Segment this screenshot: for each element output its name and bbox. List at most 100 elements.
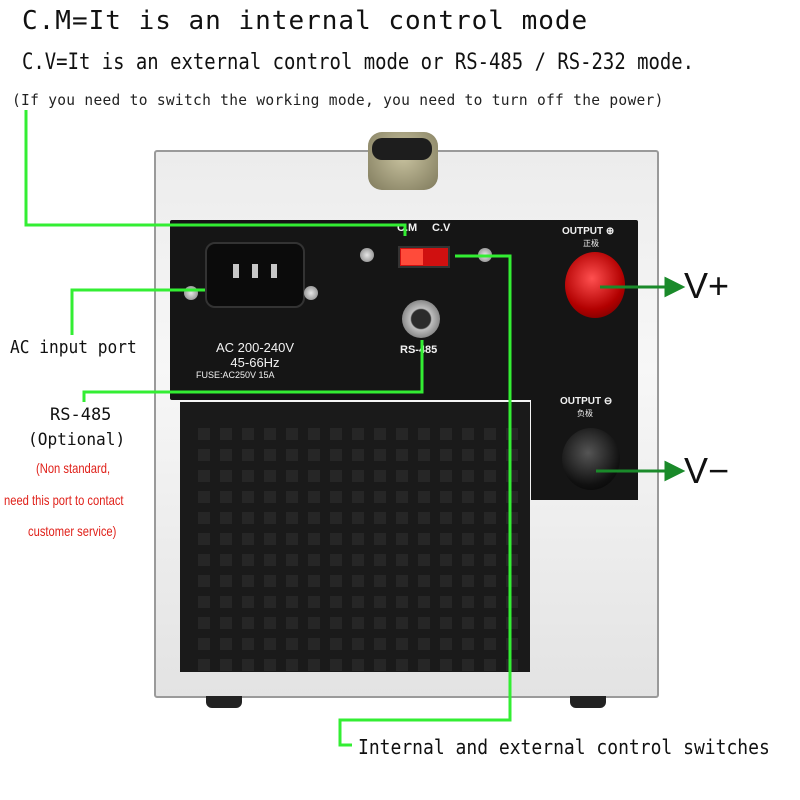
vent-hole: [374, 533, 386, 545]
vent-hole: [462, 491, 474, 503]
vent-hole: [198, 638, 210, 650]
vent-hole: [440, 491, 452, 503]
vent-hole: [374, 470, 386, 482]
vent-hole: [330, 617, 342, 629]
vent-hole: [286, 491, 298, 503]
optional-label: (Optional): [28, 430, 126, 450]
vent-hole: [374, 659, 386, 671]
vent-hole: [396, 638, 408, 650]
vent-hole: [308, 512, 320, 524]
vent-hole: [330, 491, 342, 503]
vent-hole: [330, 659, 342, 671]
vent-hole: [286, 554, 298, 566]
vent-hole: [198, 491, 210, 503]
vent-hole: [462, 512, 474, 524]
vent-hole: [484, 554, 496, 566]
vent-hole: [242, 575, 254, 587]
output-positive-sub: 正极: [583, 239, 599, 248]
cm-callout-line: [24, 110, 407, 236]
vent-hole: [352, 428, 364, 440]
vent-hole: [220, 491, 232, 503]
negative-terminal: [562, 428, 620, 490]
vent-hole: [396, 512, 408, 524]
vent-hole: [220, 638, 232, 650]
vent-hole: [264, 617, 276, 629]
vent-hole: [462, 533, 474, 545]
vent-hole: [220, 596, 232, 608]
vent-hole: [330, 428, 342, 440]
vent-hole: [242, 596, 254, 608]
vent-hole: [440, 554, 452, 566]
vent-hole: [220, 575, 232, 587]
vent-hole: [198, 554, 210, 566]
vent-hole: [264, 575, 276, 587]
vent-hole: [352, 596, 364, 608]
rs485-connector-label: RS-485: [400, 344, 438, 356]
rs485-note-line: (Non standard,: [36, 460, 111, 476]
vent-hole: [352, 617, 364, 629]
vent-hole: [440, 638, 452, 650]
vent-hole: [286, 617, 298, 629]
ac-input-port-label: AC input port: [10, 337, 137, 358]
vent-hole: [374, 512, 386, 524]
vent-hole: [198, 575, 210, 587]
vent-hole: [330, 470, 342, 482]
vent-hole: [418, 638, 430, 650]
vent-hole: [484, 449, 496, 461]
vent-hole: [330, 638, 342, 650]
ac-frequency: 45-66Hz: [230, 355, 280, 370]
rs485-connector: [402, 300, 440, 338]
vent-hole: [418, 470, 430, 482]
vent-hole: [440, 449, 452, 461]
vent-hole: [308, 575, 320, 587]
vent-hole: [286, 470, 298, 482]
vent-hole: [462, 575, 474, 587]
power-off-note: (If you need to switch the working mode,…: [12, 91, 664, 109]
vent-hole: [242, 428, 254, 440]
rs485-callout-line: [82, 340, 424, 402]
vent-hole: [264, 428, 276, 440]
vent-hole: [242, 491, 254, 503]
vent-hole: [418, 659, 430, 671]
rs485-note-line: customer service): [28, 523, 117, 539]
vent-hole: [286, 659, 298, 671]
vent-hole: [462, 470, 474, 482]
vent-hole: [484, 638, 496, 650]
output-negative-label: OUTPUT ⊖: [560, 396, 613, 407]
vent-hole: [418, 596, 430, 608]
vent-hole: [484, 533, 496, 545]
vent-hole: [352, 449, 364, 461]
vent-hole: [396, 617, 408, 629]
vent-hole: [418, 617, 430, 629]
vent-hole: [462, 659, 474, 671]
vent-hole: [418, 554, 430, 566]
v-plus-label: V+: [684, 265, 730, 306]
vent-hole: [264, 596, 276, 608]
vent-hole: [418, 575, 430, 587]
vent-hole: [462, 554, 474, 566]
vent-hole: [440, 512, 452, 524]
vent-hole: [308, 596, 320, 608]
vent-hole: [418, 512, 430, 524]
vent-hole: [352, 638, 364, 650]
vent-hole: [352, 470, 364, 482]
vent-hole: [352, 575, 364, 587]
vent-hole: [462, 617, 474, 629]
fuse-label: FUSE:AC250V 15A: [196, 370, 275, 380]
vminus-arrow-head: [664, 460, 686, 482]
cv-switch-label: C.V: [432, 222, 451, 234]
vent-hole: [220, 449, 232, 461]
vent-hole: [264, 512, 276, 524]
vent-hole: [220, 554, 232, 566]
ac-voltage: AC 200-240V: [215, 340, 295, 355]
vent-hole: [286, 512, 298, 524]
vent-hole: [242, 659, 254, 671]
vent-hole: [330, 554, 342, 566]
fan-knob-cap: [372, 138, 432, 160]
vent-hole: [286, 638, 298, 650]
vent-hole: [308, 470, 320, 482]
vent-hole: [220, 617, 232, 629]
vent-hole: [308, 617, 320, 629]
vent-hole: [374, 596, 386, 608]
vent-hole: [440, 470, 452, 482]
